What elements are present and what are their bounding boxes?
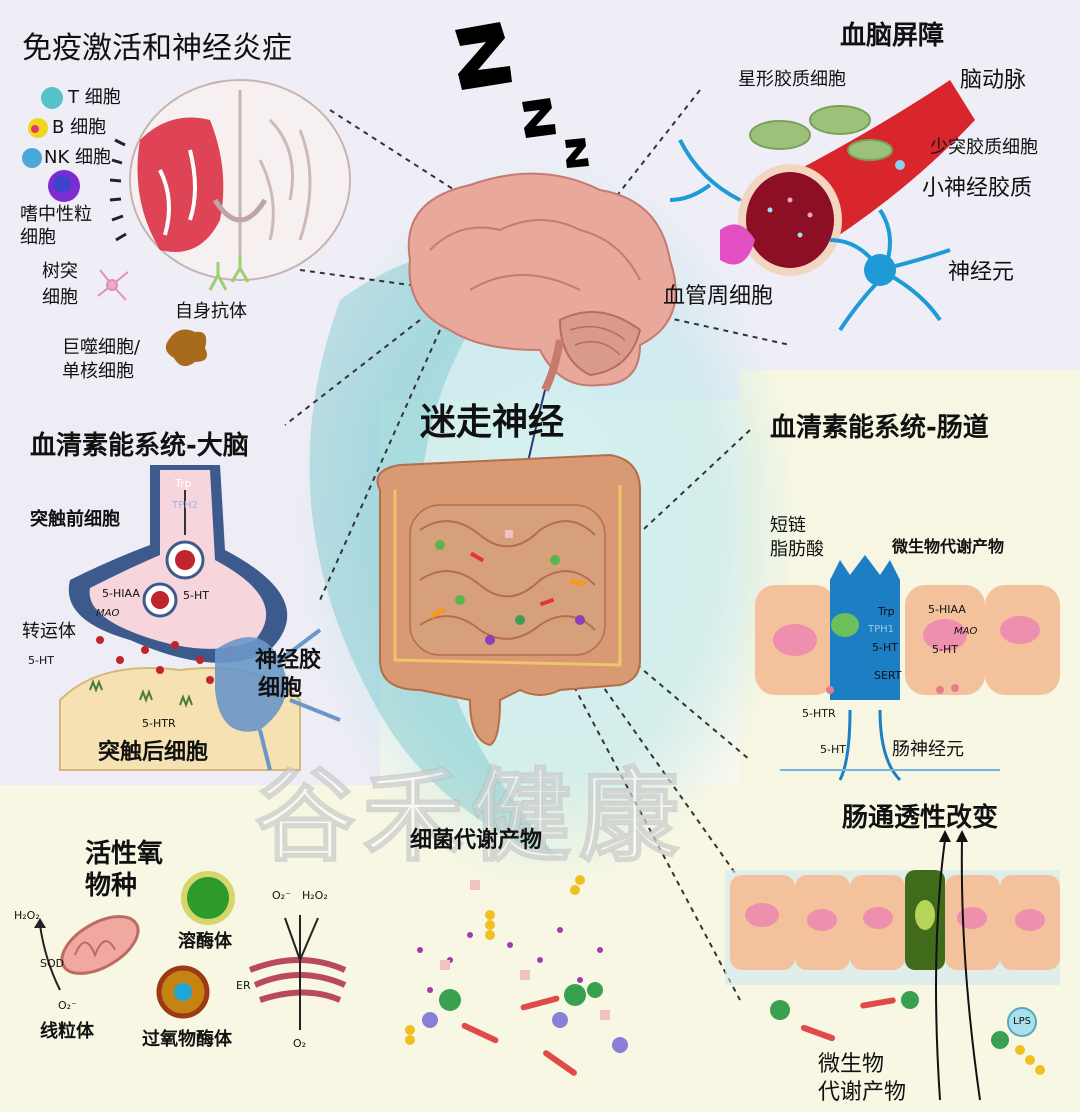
b-cell-label: B 细胞 <box>52 117 107 138</box>
t-cell-label: T 细胞 <box>68 87 121 108</box>
transporter-label: 转运体 <box>22 621 76 642</box>
lps-icon <box>1007 1007 1037 1037</box>
t-cell-icon <box>41 87 63 109</box>
tph2-label: TPH2 <box>172 500 199 511</box>
gut-permeability-illustration <box>725 830 1060 1101</box>
blood-brain-barrier-title: 血脑屏障 <box>840 21 945 51</box>
mito-o2-label: O₂⁻ <box>58 999 77 1012</box>
cerebral-artery-label: 脑动脉 <box>960 68 1027 93</box>
macrophage-label-line2: 单核细胞 <box>62 361 134 382</box>
macrophage-icon <box>165 329 208 367</box>
enteric-neuron-label: 肠神经元 <box>892 739 964 760</box>
mao-label: MAO <box>96 608 120 619</box>
ros-title-line2: 物种 <box>85 871 138 901</box>
trp-label: Trp <box>175 477 192 490</box>
tph1-label: TPH1 <box>868 624 895 635</box>
mito-h2o2-label: H₂O₂ <box>14 909 40 922</box>
central-brain-illustration <box>407 172 677 392</box>
gut-5-ht-bottom-label: 5-HT <box>820 743 846 756</box>
gut-serotonin-title: 血清素能系统-肠道 <box>770 413 989 443</box>
5-hiaa-label: 5-HIAA <box>102 587 140 600</box>
gut-5-ht-right-label: 5-HT <box>932 643 958 656</box>
ros-illustration <box>34 871 347 1030</box>
er-o2-label: O₂⁻ <box>272 889 291 902</box>
autoantibody-icon <box>208 255 250 291</box>
peroxisome-label: 过氧物酶体 <box>142 1029 232 1050</box>
microglia-label: 小神经胶质 <box>922 176 1033 201</box>
teal-swirl <box>309 240 560 860</box>
neuron-label: 神经元 <box>948 260 1015 285</box>
left-5-ht-label: 5-HT <box>28 654 54 667</box>
dendritic-cell-label-line1: 树突 <box>42 261 78 282</box>
gut-permeability-title: 肠通透性改变 <box>842 803 999 833</box>
postsynaptic-cell-label: 突触后细胞 <box>98 740 209 765</box>
watermark-text: 谷禾健康 <box>254 757 687 876</box>
scfa-label-line1: 短链 <box>770 515 806 536</box>
er-h2o2-label: H₂O₂ <box>302 889 328 902</box>
gut-mao-label: MAO <box>954 626 978 637</box>
5-htr-label: 5-HTR <box>142 717 176 730</box>
immune-activation-title: 免疫激活和神经炎症 <box>22 31 292 66</box>
autoantibody-label: 自身抗体 <box>175 301 247 322</box>
microbe-metabolites-label-line1: 微生物 <box>818 1052 885 1077</box>
nk-cell-label: NK 细胞 <box>44 147 111 168</box>
macrophage-label-line1: 巨噬细胞/ <box>62 337 141 358</box>
brain-synapse-illustration <box>59 465 341 771</box>
presynaptic-cell-label: 突触前细胞 <box>30 509 120 530</box>
glial-cell-label-line2: 细胞 <box>258 676 303 701</box>
ros-title-line1: 活性氧 <box>85 839 164 869</box>
lysosome-icon <box>181 871 235 925</box>
neutrophil-label-line2: 细胞 <box>20 227 56 248</box>
coronal-brain-section <box>109 79 351 281</box>
lps-label: LPS <box>1013 1016 1031 1027</box>
er-o2-bottom-label: O₂ <box>293 1037 307 1050</box>
vagus-nerve-label: 迷走神经 <box>420 402 565 443</box>
sod-label: SOD <box>40 957 65 970</box>
microbial-metabolites-label: 微生物代谢产物 <box>892 537 1005 556</box>
brain-serotonin-title: 血清素能系统-大脑 <box>30 431 249 461</box>
gut-microbes <box>430 530 587 645</box>
blood-brain-barrier-illustration <box>669 80 975 332</box>
gut-5-hiaa-label: 5-HIAA <box>928 603 966 616</box>
oligodendrocyte-label: 少突胶质细胞 <box>930 137 1038 158</box>
nk-cell-icon <box>22 148 42 168</box>
intestine-illustration <box>376 453 641 747</box>
mitochondria-label: 线粒体 <box>40 1021 94 1042</box>
astrocyte-label: 星形胶质细胞 <box>738 69 846 90</box>
glial-cell-label-line1: 神经胶 <box>255 648 322 673</box>
gut-epithelium-serotonin-illustration <box>755 555 1060 782</box>
bacterial-metabolites-title: 细菌代谢产物 <box>410 828 543 853</box>
scfa-label-line2: 脂肪酸 <box>770 539 824 560</box>
sleep-zzz-icon <box>455 22 589 168</box>
vesicle-5-ht-label: 5-HT <box>183 589 209 602</box>
dendritic-cell-label-line2: 细胞 <box>42 287 78 308</box>
dendritic-cell-icon <box>97 269 129 301</box>
gut-5-ht-label: 5-HT <box>872 641 898 654</box>
er-label: ER <box>236 979 251 992</box>
bacterial-metabolites-illustration <box>405 875 628 1076</box>
neutrophil-label-line1: 嗜中性粒 <box>20 204 92 225</box>
gut-trp-label: Trp <box>878 605 895 618</box>
microbe-metabolites-label-line2: 代谢产物 <box>818 1080 907 1105</box>
sert-label: SERT <box>874 669 902 682</box>
gut-5-htr-label: 5-HTR <box>802 707 836 720</box>
lysosome-label: 溶酶体 <box>178 931 232 952</box>
pericyte-label: 血管周细胞 <box>663 284 774 309</box>
